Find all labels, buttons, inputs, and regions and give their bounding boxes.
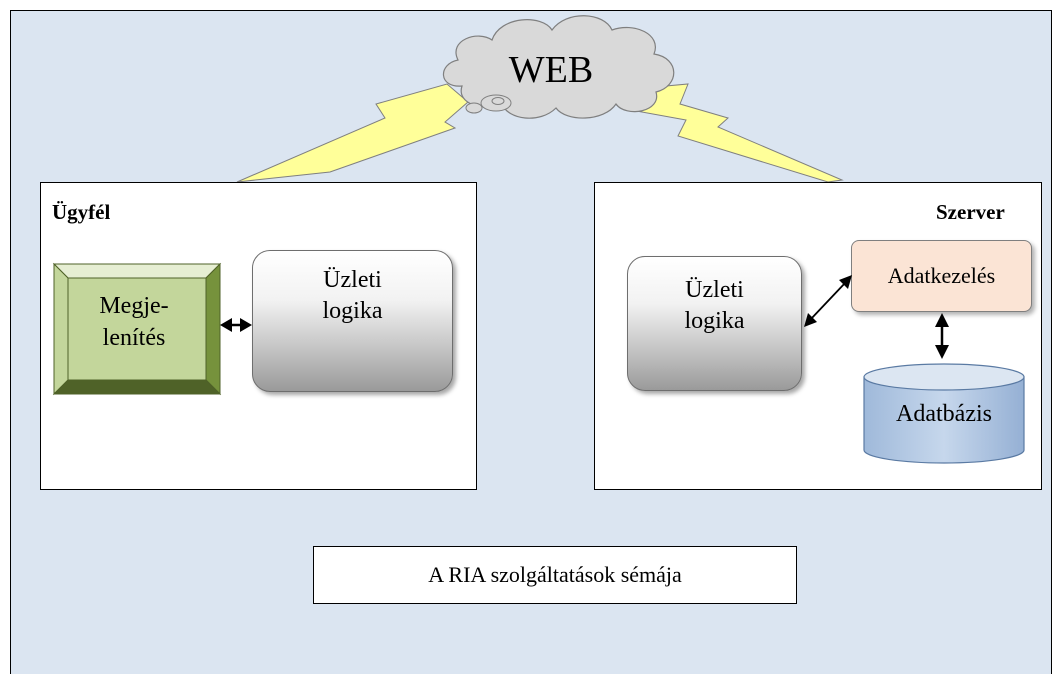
server-business-logic-box: Üzleti logika: [627, 256, 802, 391]
presentation-label: Megje- lenítés: [99, 293, 169, 351]
database-label: Adatbázis: [896, 401, 992, 427]
client-business-logic-label: Üzleti logika: [322, 267, 383, 324]
diagram-caption-text: A RIA szolgáltatások sémája: [428, 562, 682, 587]
server-title: Szerver: [936, 200, 1005, 224]
client-business-logic-box: Üzleti logika: [252, 250, 453, 392]
data-management-label: Adatkezelés: [887, 263, 996, 288]
client-title: Ügyfél: [52, 200, 111, 224]
server-business-logic-label: Üzleti logika: [684, 277, 745, 334]
diagram-caption: A RIA szolgáltatások sémája: [313, 546, 797, 604]
data-management-box: Adatkezelés: [851, 240, 1032, 312]
web-label: WEB: [508, 49, 594, 91]
